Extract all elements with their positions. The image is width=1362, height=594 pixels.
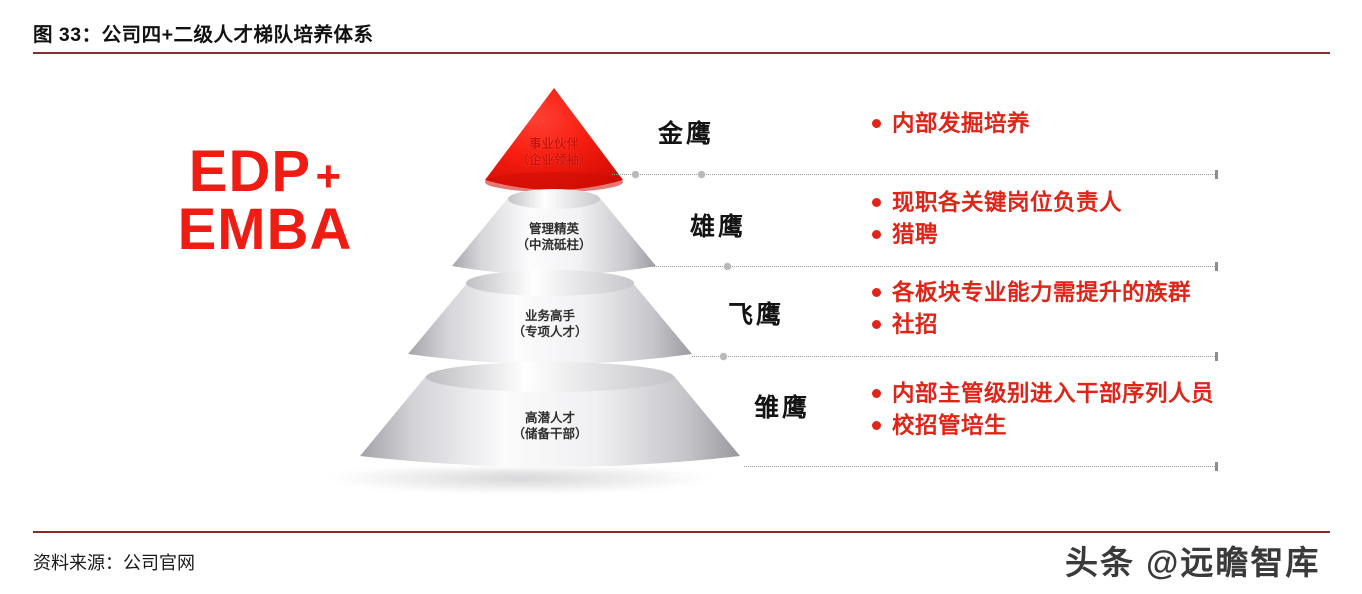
bullet-item: 内部主管级别进入干部序列人员 [872, 379, 1214, 409]
bullet-text: 猎聘 [892, 221, 939, 247]
edp-emba-block: EDP + EMBA [140, 143, 390, 259]
watermark: 头条 @远瞻智库 [1065, 544, 1321, 581]
talent-pyramid: 事业伙伴 （企业领袖） [330, 80, 740, 500]
bullet-group-3: 各板块专业能力需提升的族群 社招 [872, 278, 1191, 341]
plus-sign: + [315, 152, 342, 201]
bullet-group-2: 现职各关键岗位负责人 猎聘 [872, 188, 1122, 251]
header-divider [33, 52, 1330, 54]
bullet-item: 社招 [872, 310, 1191, 340]
bullet-dot-icon [872, 288, 881, 297]
footer-divider [33, 531, 1330, 533]
connector-end-4 [1215, 462, 1218, 471]
bullet-dot-icon [872, 389, 881, 398]
eagle-label-4: 雏鹰 [754, 394, 811, 422]
pyramid-tier-2: 管理精英 （中流砥柱） [446, 188, 662, 280]
bullet-item: 内部发掘培养 [872, 109, 1030, 139]
source-note: 资料来源：公司官网 [33, 553, 195, 573]
tier-4-frustum-shape [360, 362, 740, 467]
bullet-dot-icon [872, 420, 881, 430]
eagle-label-3: 飞鹰 [728, 301, 785, 329]
page-title: 图 33：公司四+二级人才梯队培养体系 [33, 24, 374, 46]
eagle-label-2: 雄鹰 [690, 213, 747, 241]
connector-line-4 [744, 466, 1215, 467]
pyramid-tier-1: 事业伙伴 （企业领袖） [482, 88, 626, 192]
connector-node-1a [632, 171, 639, 178]
tier-2-frustum-shape [452, 189, 656, 275]
bullet-text: 内部发掘培养 [892, 111, 1031, 136]
eagle-label-1: 金鹰 [658, 120, 715, 148]
bullet-dot-icon [872, 119, 881, 128]
emba-label: EMBA [177, 197, 353, 262]
connector-line-3 [692, 356, 1215, 357]
edp-label: EDP [188, 139, 312, 204]
connector-end-3 [1215, 352, 1218, 361]
bullet-dot-icon [872, 319, 881, 329]
connector-end-1 [1215, 170, 1218, 179]
bullet-dot-icon [872, 229, 881, 239]
tier-1-cone-shape [485, 88, 623, 192]
connector-node-1b [698, 171, 705, 178]
bullet-item: 猎聘 [872, 220, 1122, 250]
pyramid-tier-3: 业务高手 （专项人才） [402, 270, 698, 370]
connector-line-2 [648, 266, 1215, 267]
pyramid-ground-shadow [330, 468, 710, 494]
tier-3-frustum-shape [408, 270, 692, 364]
bullet-item: 校招管培生 [872, 411, 1214, 441]
bullet-text: 现职各关键岗位负责人 [892, 190, 1123, 215]
bullet-text: 社招 [892, 311, 939, 337]
bullet-item: 现职各关键岗位负责人 [872, 188, 1122, 218]
pyramid-tier-4: 高潜人才 （储备干部） [354, 362, 746, 474]
bullet-text: 内部主管级别进入干部序列人员 [892, 381, 1215, 406]
connector-node-2a [724, 263, 731, 270]
bullet-dot-icon [872, 198, 881, 207]
connector-node-3a [720, 353, 727, 360]
bullet-group-1: 内部发掘培养 [872, 109, 1030, 141]
connector-line-1 [612, 174, 1215, 175]
bullet-text: 各板块专业能力需提升的族群 [892, 280, 1192, 305]
bullet-text: 校招管培生 [892, 412, 1008, 438]
bullet-group-4: 内部主管级别进入干部序列人员 校招管培生 [872, 379, 1214, 442]
bullet-item: 各板块专业能力需提升的族群 [872, 278, 1191, 308]
connector-end-2 [1215, 262, 1218, 271]
